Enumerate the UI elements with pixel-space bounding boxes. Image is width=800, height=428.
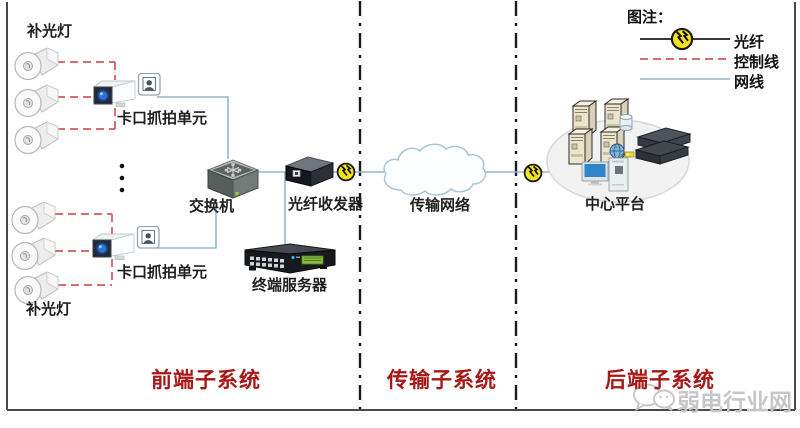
tower-server-icon — [568, 128, 593, 165]
ellipsis-dots — [119, 163, 125, 193]
fill-light-label-bottom: 补光灯 — [26, 301, 72, 318]
wechat-watermark-icon — [633, 383, 675, 412]
capture-camera-icon — [93, 73, 161, 108]
capture-camera-icon — [92, 226, 160, 261]
switch-label: 交换机 — [189, 198, 235, 215]
fiber-transceiver-icon — [284, 156, 335, 187]
legend-item-control: 控制线 — [734, 54, 780, 71]
center-platform-group — [546, 98, 692, 203]
capture-unit-label-top: 卡口抓拍单元 — [117, 110, 208, 127]
fill-light-icon — [14, 84, 59, 118]
legend-title: 图注： — [627, 9, 673, 26]
legend-item-fiber: 光纤 — [734, 34, 765, 51]
fill-light-label-top: 补光灯 — [27, 23, 73, 40]
component-icon — [624, 151, 635, 158]
database-cylinder-icon — [619, 114, 633, 131]
lightning-icon — [336, 162, 356, 182]
cloud-icon — [383, 143, 487, 196]
section-label-backend: 后端子系统 — [605, 369, 715, 392]
fill-light-icon — [14, 47, 59, 81]
section-label-transmission: 传输子系统 — [387, 369, 497, 392]
center-platform-label: 中心平台 — [585, 196, 646, 213]
terminal-server-label: 终端服务器 — [252, 277, 328, 294]
switch-icon — [206, 159, 260, 199]
fill-light-icon — [11, 237, 56, 271]
lightning-icon — [670, 27, 694, 51]
frame-border — [6, 2, 796, 411]
fiber-transceiver-label: 光纤收发器 — [288, 196, 364, 213]
transmission-network-label: 传输网络 — [410, 197, 471, 214]
network-cable-lines — [155, 96, 556, 249]
legend-item-network: 网线 — [734, 74, 765, 91]
fill-light-icon — [14, 121, 59, 155]
storage-array-icon — [634, 127, 692, 165]
section-label-frontend: 前端子系统 — [151, 369, 261, 392]
terminal-server-icon — [244, 243, 336, 274]
capture-unit-label-bottom: 卡口抓拍单元 — [117, 264, 208, 281]
watermark-text: 弱电行业网 — [677, 389, 792, 415]
control-cable-lines — [55, 61, 116, 286]
lightning-icon — [523, 163, 543, 183]
fill-light-icon — [11, 201, 56, 235]
globe-icon — [609, 143, 625, 159]
desktop-pc-icon — [581, 157, 629, 192]
fill-light-icon — [14, 271, 59, 305]
